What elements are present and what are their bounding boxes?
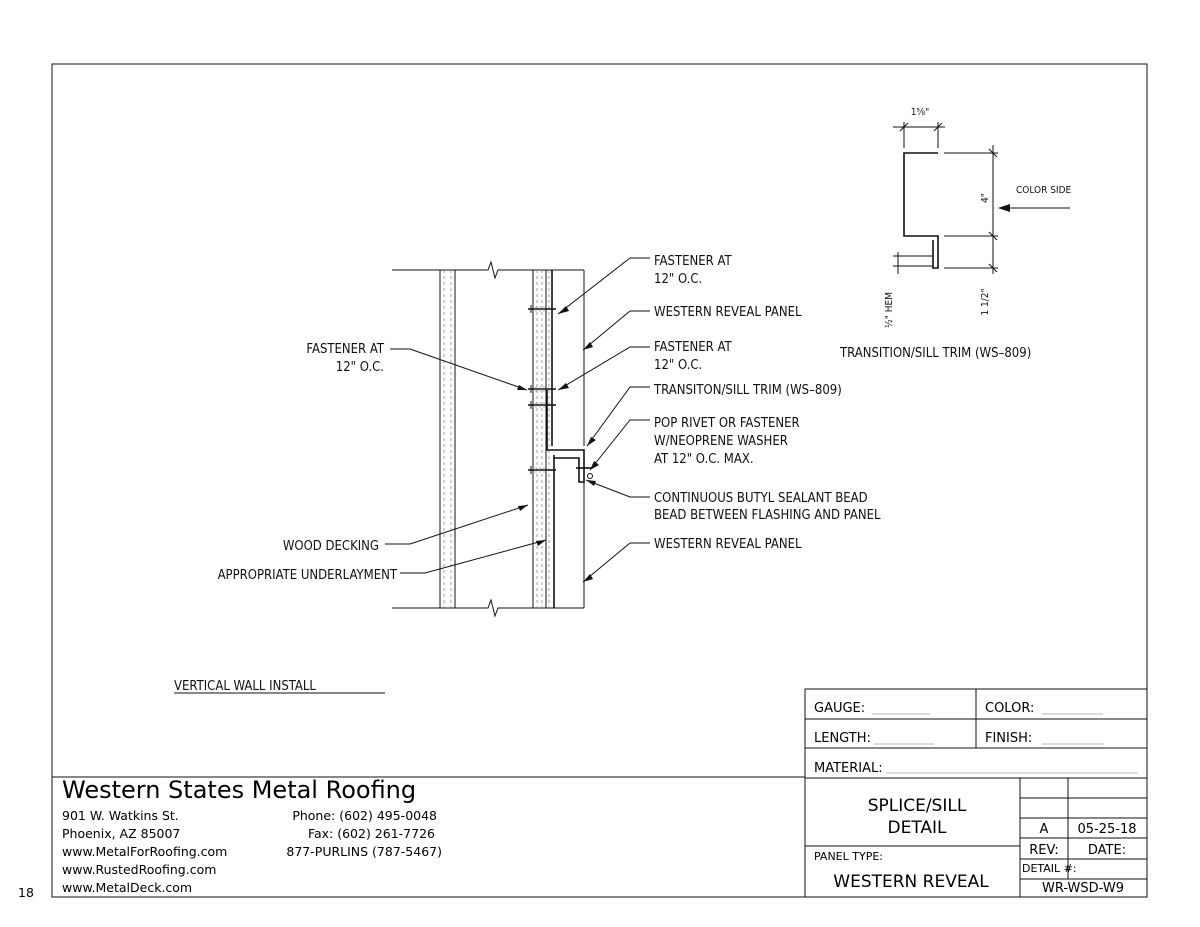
detail-number-label: DETAIL #: [1022,862,1077,875]
company-info: Western States Metal Roofing 901 W. Watk… [62,776,442,895]
gauge-label: GAUGE: [814,701,865,716]
fastener-2 [528,385,556,393]
fastener-4 [528,466,556,474]
company-name: Western States Metal Roofing [62,776,416,804]
label-western-reveal-panel-upper: WESTERN REVEAL PANEL [654,305,802,320]
svg-text:1 1/2": 1 1/2" [980,288,991,315]
finish-label: FINISH: [985,731,1032,746]
material-label: MATERIAL: [814,761,883,776]
label-sill-trim: TRANSITON/SILL TRIM (WS–809) [653,383,842,398]
length-label: LENGTH: [814,731,871,746]
panel-type-label: PANEL TYPE: [814,850,883,863]
svg-text:4": 4" [980,193,991,203]
color-side-label: COLOR SIDE [1016,185,1071,196]
svg-text:Phoenix, AZ 85007: Phoenix, AZ 85007 [62,826,180,841]
page-number: 18 [18,885,34,900]
svg-text:1⅝": 1⅝" [911,107,930,118]
svg-text:901 W. Watkins St.: 901 W. Watkins St. [62,808,179,823]
drawing-caption: VERTICAL WALL INSTALL [174,679,316,694]
detail-title-line1: SPLICE/SILL [868,796,967,816]
date-label: DATE: [1088,843,1126,858]
label-western-reveal-panel-lower: WESTERN REVEAL PANEL [654,537,802,552]
svg-text:www.RustedRoofing.com: www.RustedRoofing.com [62,862,216,877]
label-underlayment: APPROPRIATE UNDERLAYMENT [218,568,398,583]
fastener-3 [528,401,556,409]
svg-text:877-PURLINS (787-5467): 877-PURLINS (787-5467) [286,844,442,859]
fastener-1 [528,305,556,313]
trim-detail-caption: TRANSITION/SILL TRIM (WS–809) [839,346,1031,361]
rev-value: A [1040,822,1049,837]
date-value: 05-25-18 [1077,822,1136,837]
sheet-border [51,63,1148,898]
svg-text:½" HEM: ½" HEM [883,292,895,328]
svg-text:Phone: (602) 495-0048: Phone: (602) 495-0048 [292,808,437,823]
detail-title-line2: DETAIL [887,818,947,838]
detail-number: WR-WSD-W9 [1042,881,1124,896]
pop-rivet [576,467,593,479]
svg-text:www.MetalForRoofing.com: www.MetalForRoofing.com [62,844,227,859]
svg-text:www.MetalDeck.com: www.MetalDeck.com [62,880,192,895]
svg-text:Fax: (602) 261-7726: Fax: (602) 261-7726 [308,826,435,841]
trim-profile-detail: 1⅝" 4" 1 1/2" ½" HEM COLOR SIDE [883,107,1071,328]
color-label: COLOR: [985,701,1034,716]
label-wood-decking: WOOD DECKING [283,539,379,554]
rev-label: REV: [1029,843,1058,858]
title-block: GAUGE: COLOR: LENGTH: FINISH: MATERIAL: … [804,688,1148,898]
panel-type-value: WESTERN REVEAL [833,872,989,892]
